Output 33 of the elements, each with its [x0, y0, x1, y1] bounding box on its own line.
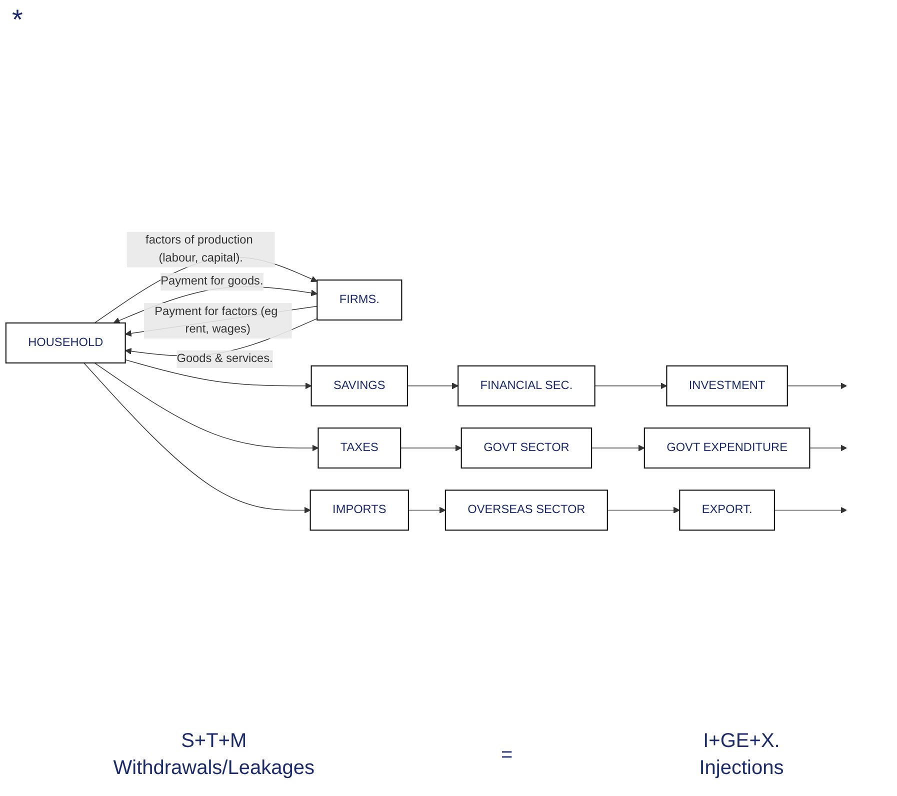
- edge-label: factors of production (labour, capital).: [146, 234, 253, 264]
- arrow: [408, 506, 446, 514]
- node-box: INVESTMENT: [666, 365, 788, 406]
- arrow: [607, 506, 680, 514]
- arrow: [94, 362, 319, 452]
- arrow: [124, 359, 312, 390]
- node-box: TAXES: [318, 427, 402, 469]
- node-box: FIRMS.: [316, 279, 402, 321]
- equation-text: I+GE+X.: [703, 730, 780, 753]
- equation-text: S+T+M: [181, 730, 247, 753]
- equation-text: Injections: [699, 757, 784, 780]
- arrow: [774, 506, 847, 514]
- arrow: [591, 444, 645, 452]
- node-box: HOUSEHOLD: [5, 322, 126, 364]
- arrow: [787, 382, 847, 390]
- node-box: SAVINGS: [310, 365, 408, 406]
- arrow: [83, 362, 311, 514]
- edge-label: Payment for factors (eg rent, wages): [154, 305, 278, 336]
- edge-label: Payment for goods.: [160, 275, 264, 288]
- node-box: OVERSEAS SECTOR: [444, 490, 608, 531]
- node-box: GOVT EXPENDITURE: [644, 427, 810, 469]
- asterisk-note: *: [11, 3, 24, 37]
- node-box: EXPORT.: [679, 490, 776, 531]
- node-box: FINANCIAL SEC.: [458, 365, 596, 406]
- arrow: [594, 382, 667, 390]
- edge-label: Goods & services.: [176, 352, 273, 366]
- equation-text: Withdrawals/Leakages: [113, 757, 314, 780]
- arrow: [407, 382, 458, 390]
- arrow: [400, 444, 462, 452]
- equation-text: =: [501, 744, 513, 766]
- arrow: [809, 444, 847, 452]
- node-box: GOVT SECTOR: [460, 427, 592, 469]
- node-box: IMPORTS: [310, 490, 410, 531]
